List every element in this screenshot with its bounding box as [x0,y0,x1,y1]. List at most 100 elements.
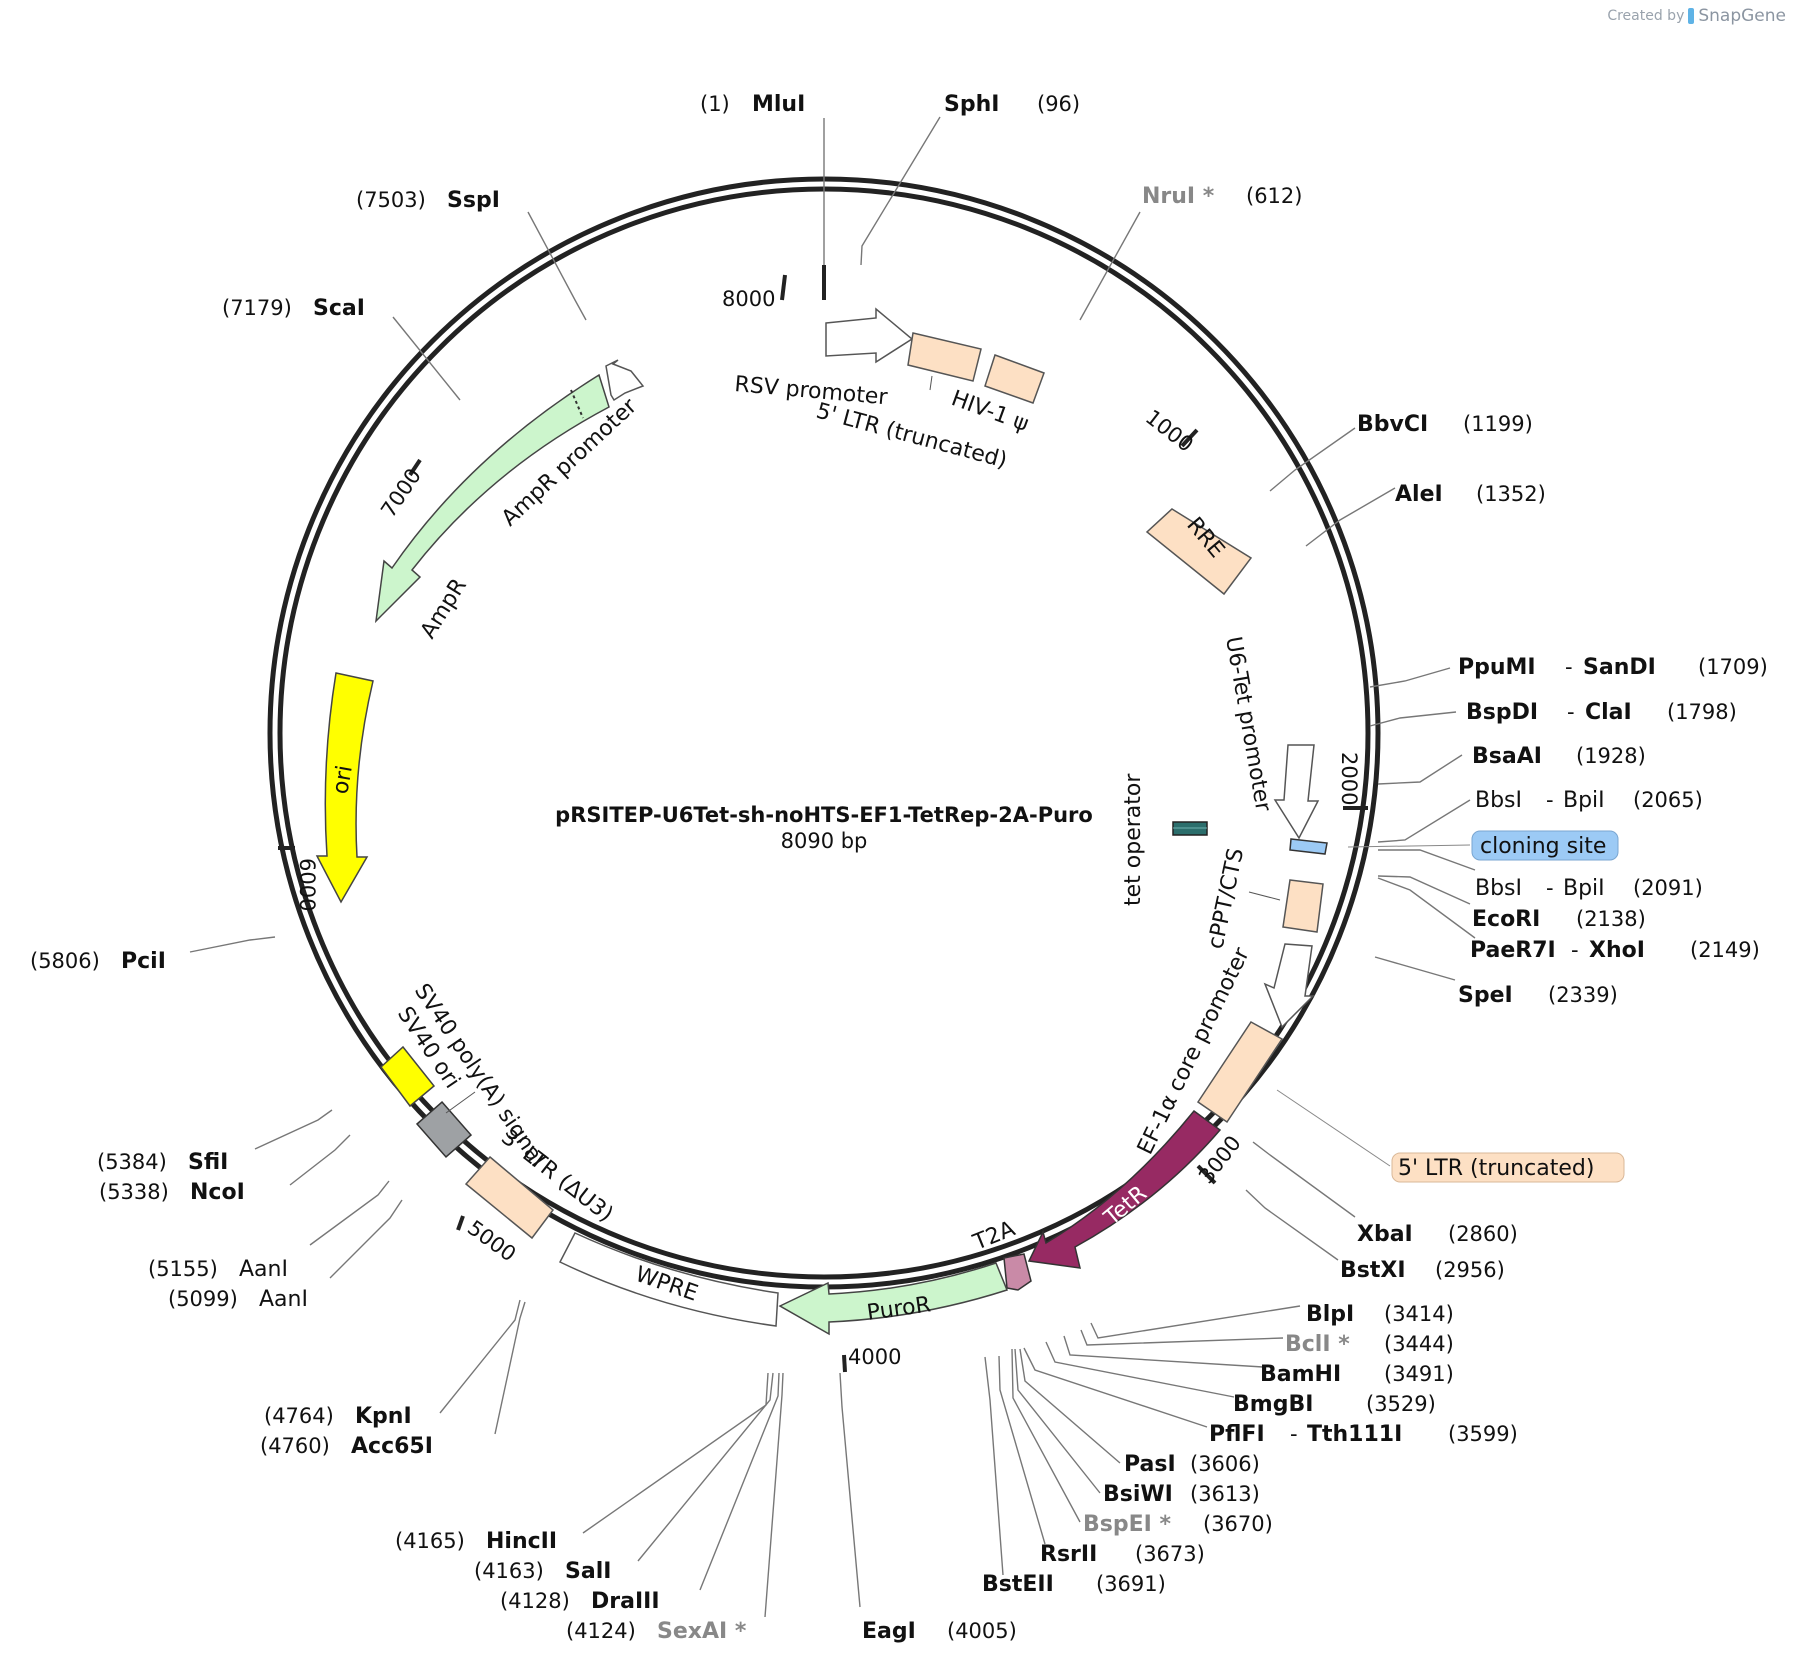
site-pos-bsiwi: (3613) [1190,1482,1260,1506]
site-sandi: SanDI [1583,655,1656,680]
snapgene-credit: Created by SnapGene [1607,6,1786,26]
site-acc65i: Acc65I [351,1434,433,1459]
site-bbsi-2: BbsI [1475,876,1522,901]
svg-text:-: - [1546,876,1554,900]
svg-text:-: - [1571,938,1579,962]
site-bpii-2: BpiI [1563,876,1605,901]
credit-prefix: Created by [1607,8,1685,24]
site-pos-aani-1: (5099) [168,1287,238,1311]
site-bsiwi: BsiWI [1103,1482,1173,1507]
site-bsaai: BsaAI [1472,744,1542,769]
site-sali: SalI [565,1559,611,1584]
site-pos-xbai: (2860) [1448,1222,1518,1246]
site-sfii: SfiI [188,1150,228,1175]
site-aani-2: AanI [239,1257,288,1282]
site-bspdi: BspDI [1466,700,1538,725]
site-pflfi: PflFI [1209,1422,1265,1447]
site-pos-bstxi: (2956) [1435,1258,1505,1282]
site-pos-bbsi-1: (2065) [1633,788,1703,812]
site-pos-bsteii: (3691) [1096,1572,1166,1596]
site-leader-lines [189,116,1476,1618]
label-ampr: AmpR [416,574,472,643]
rre-box [1145,508,1253,596]
label-rsv-promoter: RSV promoter [733,372,889,410]
site-pos-kpni: (4764) [264,1404,334,1428]
t2a-box [1003,1253,1032,1291]
site-clai: ClaI [1585,700,1632,725]
site-pos-ppumi: (1709) [1698,655,1768,679]
site-pos-aani-2: (5155) [148,1257,218,1281]
site-pos-blpi: (3414) [1384,1302,1454,1326]
label-ori: ori [328,764,358,797]
svg-text:-: - [1546,788,1554,812]
wpre-box [558,1232,779,1327]
site-xbai: XbaI [1357,1222,1413,1247]
site-sspi: SspI [447,188,500,213]
tick-5000: 5000 [463,1216,520,1267]
svg-text:-: - [1567,700,1575,724]
ltr5-truncated-badge [1391,1152,1625,1183]
tick-8000: 8000 [722,287,775,311]
puror-arrow [778,1262,1008,1336]
site-pos-eagi: (4005) [947,1619,1017,1643]
cloning-site-box [1289,838,1328,855]
site-pos-bspdi: (1798) [1667,700,1737,724]
tick-2000: 2000 [1337,752,1361,805]
site-hincii: HincII [486,1529,557,1554]
site-pos-paer7i: (2149) [1690,938,1760,962]
hiv1-psi-box [984,354,1045,404]
site-ecori: EcoRI [1472,907,1540,932]
site-alei: AleI [1395,482,1443,507]
site-ppumi: PpuMI [1458,655,1536,680]
ampr-arrow [374,373,610,624]
site-mlui: MluI [752,92,805,117]
site-bbsi-1: BbsI [1475,788,1522,813]
site-pos-hincii: (4165) [395,1529,465,1553]
site-pos-acc65i: (4760) [260,1434,330,1458]
site-pos-sexai: (4124) [566,1619,636,1643]
u6tet-promoter-arrow [1273,744,1320,840]
site-blpi: BlpI [1306,1302,1354,1327]
snapgene-logo-icon [1688,8,1695,24]
label-cloning-site: cloning site [1480,834,1606,859]
site-draiii: DraIII [591,1589,660,1614]
site-bsteii: BstEII [982,1572,1054,1597]
site-ncoi: NcoI [190,1180,245,1205]
svg-text:-: - [1565,655,1573,679]
svg-text:-: - [1290,1422,1298,1446]
site-pos-scai: (7179) [222,296,292,320]
site-rsrii: RsrII [1040,1542,1097,1567]
ef1a-core-promoter-arrow [1263,943,1315,1029]
site-pos-sfii: (5384) [97,1150,167,1174]
site-pos-rsrii: (3673) [1135,1542,1205,1566]
ltr5-truncated-right-box [1196,1021,1284,1124]
site-eagi: EagI [862,1619,916,1644]
label-ltr5-truncated-right: 5' LTR (truncated) [1398,1156,1594,1181]
plasmid-size: 8090 bp [781,829,868,853]
label-u6tet-promoter: U6-Tet promoter [1220,635,1276,815]
site-bspei: BspEI * [1083,1512,1171,1537]
site-bamhi: BamHI [1260,1362,1341,1387]
tick-7000: 7000 [376,464,426,522]
site-spei: SpeI [1458,983,1513,1008]
tick-6000: 6000 [295,858,319,911]
site-sexai: SexAI * [657,1619,747,1644]
site-bpii-1: BpiI [1563,788,1605,813]
site-nrui: NruI * [1142,184,1215,209]
site-pos-spei: (2339) [1548,983,1618,1007]
site-sphi: SphI [944,92,999,117]
site-pos-draiii: (4128) [500,1589,570,1613]
tetr-arrow [1027,1109,1222,1269]
site-bmgbi: BmgBI [1233,1392,1313,1417]
tick-marks [278,265,1368,1373]
cloning-site-badge [1471,830,1619,861]
site-pos-bamhi: (3491) [1384,1362,1454,1386]
label-cppt-cts: cPPT/CTS [1203,846,1249,951]
site-kpni: KpnI [355,1404,412,1429]
label-sv40-polya: SV40 poly(A) signal [409,979,550,1171]
plasmid-name: pRSITEP-U6Tet-sh-noHTS-EF1-TetRep-2A-Pur… [555,803,1093,827]
site-bbvci: BbvCI [1357,412,1428,437]
site-pcii: PciI [121,949,166,974]
site-bstxi: BstXI [1340,1258,1406,1283]
